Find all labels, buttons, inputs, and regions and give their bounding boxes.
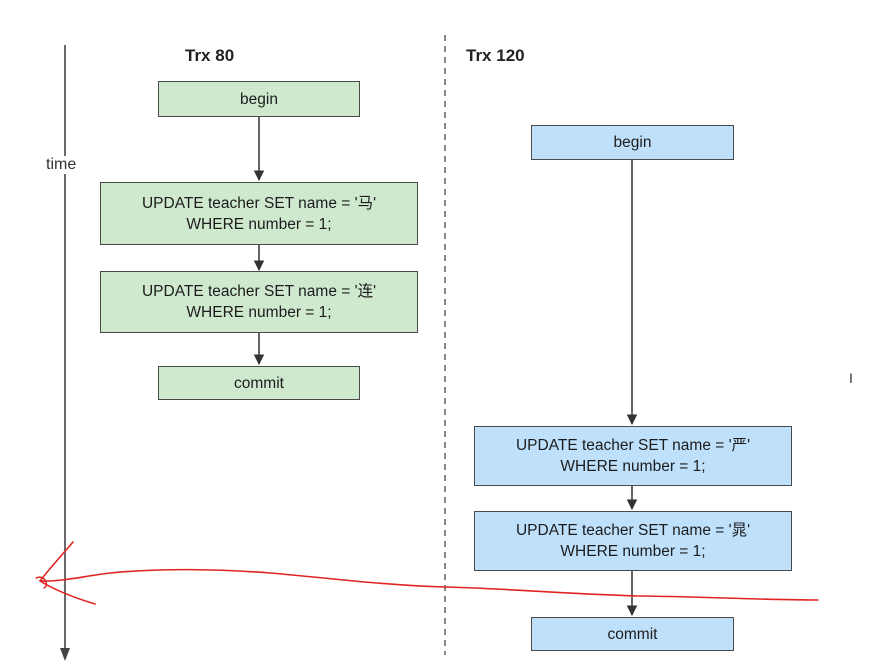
time-axis-label: time (45, 156, 78, 174)
trx80-step-update-2: UPDATE teacher SET name = '连' WHERE numb… (100, 271, 418, 333)
red-annotation-arrowhead-upper (39, 541, 74, 582)
time-axis-arrowhead (60, 648, 70, 661)
trx80-step-begin-text: begin (240, 90, 278, 108)
trx120-step-commit-text: commit (607, 625, 658, 643)
trx80-step-commit-text: commit (234, 374, 284, 392)
red-annotation-arrowhead-lower (39, 580, 96, 605)
column-title-trx-120: Trx 120 (466, 46, 525, 65)
trx120-step-begin-text: begin (613, 134, 652, 151)
trx80-step-update-1-text: UPDATE teacher SET name = '马' WHERE numb… (141, 194, 377, 233)
trx80-step-commit: commit (158, 366, 360, 400)
red-annotation-scribble (35, 576, 48, 589)
trx80-step-begin: begin (158, 81, 360, 117)
trx80-step-update-2-text: UPDATE teacher SET name = '连' WHERE numb… (141, 283, 377, 321)
column-title-trx-80: Trx 80 (185, 46, 235, 65)
trx80-step-update-1: UPDATE teacher SET name = '马' WHERE numb… (100, 182, 418, 245)
trx120-step-commit: commit (531, 617, 734, 651)
red-annotation-line (39, 568, 819, 601)
trx120-step-update-1: UPDATE teacher SET name = '严' WHERE numb… (474, 426, 792, 486)
stray-glyph: I (849, 370, 853, 386)
trx120-step-update-1-text: UPDATE teacher SET name = '严' WHERE numb… (515, 437, 751, 475)
trx120-step-update-2-text: UPDATE teacher SET name = '晁' WHERE numb… (515, 522, 751, 560)
trx120-step-update-2: UPDATE teacher SET name = '晁' WHERE numb… (474, 511, 792, 571)
trx120-step-begin: begin (531, 125, 734, 160)
